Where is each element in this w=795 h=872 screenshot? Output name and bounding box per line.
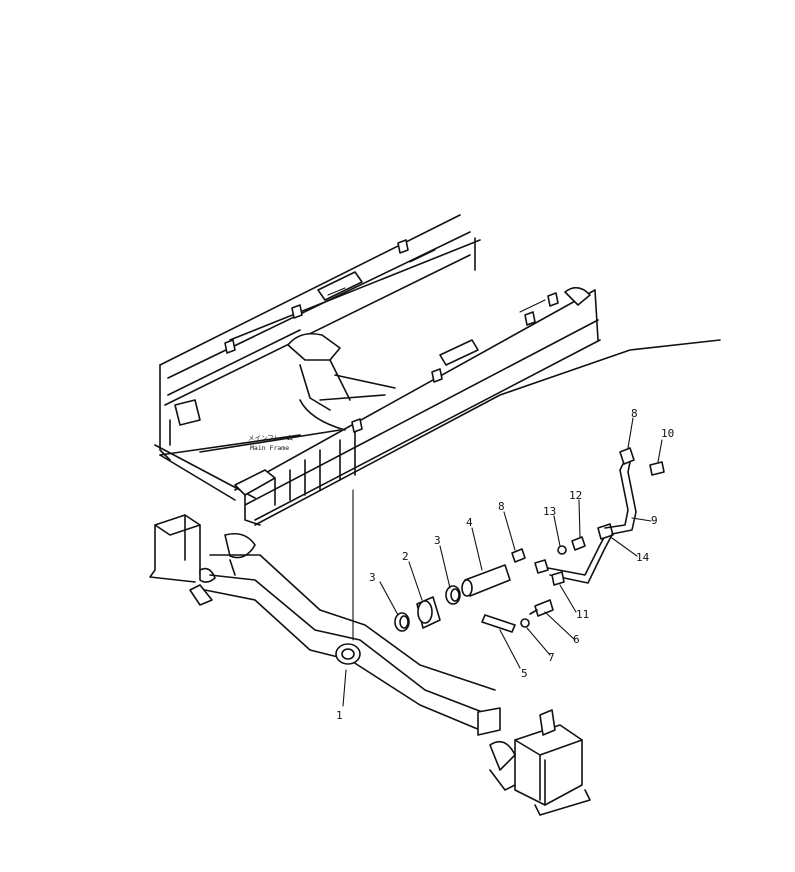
part-6-bolt xyxy=(529,599,554,617)
axle-beam xyxy=(149,514,591,816)
callout-14: 14 xyxy=(636,551,650,564)
callout-11: 11 xyxy=(576,608,589,621)
part-7-washer xyxy=(520,618,530,628)
part-8-elbow-lower xyxy=(511,548,526,563)
callout-4: 4 xyxy=(466,516,473,529)
callout-12: 12 xyxy=(569,489,582,502)
part-10-fitting xyxy=(649,461,665,476)
callout-3-right: 3 xyxy=(434,534,441,547)
callout-6: 6 xyxy=(573,633,580,646)
part-12-bolt xyxy=(571,536,586,551)
callout-1: 1 xyxy=(336,709,343,722)
part-3-ring-right xyxy=(445,585,461,605)
part-2-bushing xyxy=(416,596,441,629)
callout-13: 13 xyxy=(543,505,556,518)
callout-10: 10 xyxy=(661,427,674,440)
callout-8-lower: 8 xyxy=(498,500,505,513)
leader-lines xyxy=(342,417,663,707)
callout-3-left: 3 xyxy=(369,571,376,584)
main-frame-caption-en: Main Frame xyxy=(250,444,289,452)
main-frame: メインフレーム Main Frame xyxy=(154,214,721,526)
part-5-plate xyxy=(481,614,516,633)
callout-9: 9 xyxy=(651,514,658,527)
part-13-washer xyxy=(557,545,567,555)
part-8-elbow-upper xyxy=(619,447,635,465)
callout-8-upper: 8 xyxy=(631,407,638,420)
callout-5: 5 xyxy=(521,667,528,680)
callout-7: 7 xyxy=(548,651,555,664)
part-9-pipe xyxy=(604,459,637,535)
main-frame-caption-jp: メインフレーム xyxy=(248,434,294,442)
part-4-pin xyxy=(461,564,511,597)
callout-labels: 1 2 3 3 4 5 6 7 8 8 9 10 11 12 13 14 xyxy=(336,407,674,722)
part-3-ring-left xyxy=(394,612,410,632)
callout-2: 2 xyxy=(402,550,409,563)
